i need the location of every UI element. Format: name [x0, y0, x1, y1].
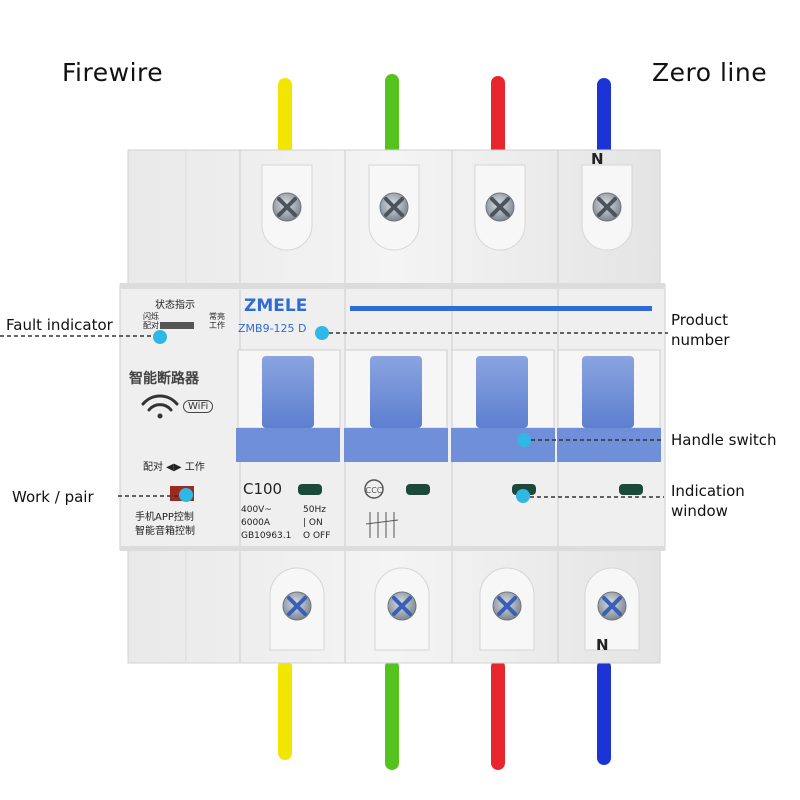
wire-blue-top — [597, 78, 611, 160]
callout-dot-fault — [153, 330, 167, 344]
handle-switch-1[interactable] — [236, 349, 341, 462]
brand-stripe — [350, 306, 652, 311]
top-wires — [278, 74, 611, 160]
screw-icon — [387, 591, 417, 621]
wire-yellow-bottom — [278, 660, 292, 760]
handle-switch-3[interactable] — [451, 349, 555, 462]
wifi-badge: WiFi — [183, 400, 214, 413]
callout-dot-handle — [517, 433, 531, 447]
handle-switch-4[interactable] — [557, 349, 661, 462]
handle-switch-2[interactable] — [344, 349, 448, 462]
indication-window-1 — [298, 484, 322, 495]
svg-text:CCC: CCC — [366, 486, 383, 495]
callout-lines — [0, 332, 668, 498]
product-name: 智能断路器 — [129, 371, 199, 387]
screw-icon — [485, 192, 515, 222]
neutral-mark-bottom: N — [596, 636, 609, 654]
header-zero-line: Zero line — [652, 58, 768, 87]
status-title: 状态指示 — [155, 300, 195, 311]
wire-red-top — [491, 76, 505, 160]
top-terminals — [261, 164, 633, 251]
screw-icon — [597, 591, 627, 621]
callout-work-pair: Work / pair — [12, 488, 94, 506]
status-left-text: 闪烁配对 — [143, 312, 159, 330]
callout-dot-window — [516, 489, 530, 503]
wire-blue-bottom — [597, 660, 611, 765]
screw-icon — [592, 192, 622, 222]
bottom-wires — [278, 660, 611, 770]
wire-green-top — [385, 74, 399, 160]
wire-red-bottom — [491, 660, 505, 770]
pair-work-label: 配对 ◀▶ 工作 — [143, 462, 205, 473]
certification-mark-icon: CCC — [364, 479, 384, 499]
screw-icon — [282, 591, 312, 621]
wire-green-bottom — [385, 660, 399, 770]
wire-yellow-top — [278, 78, 292, 160]
wifi-icon — [141, 394, 179, 419]
status-right-text: 常亮工作 — [209, 312, 225, 330]
handle-switches — [236, 349, 661, 462]
model-number: ZMB9-125 D — [238, 322, 307, 335]
brand-logo: ZMELE — [244, 296, 308, 316]
screw-icon — [272, 192, 302, 222]
screw-icon — [492, 591, 522, 621]
terminal-screws — [272, 192, 627, 621]
callout-handle-switch: Handle switch — [671, 431, 777, 449]
indication-window-4 — [619, 484, 643, 495]
indication-window-2 — [406, 484, 430, 495]
wiring-diagram-icon — [365, 512, 399, 538]
app-control-label: 手机APP控制 — [135, 512, 194, 523]
callout-dots — [153, 326, 531, 503]
neutral-mark-top: N — [591, 150, 604, 168]
header-firewire: Firewire — [62, 58, 164, 87]
screw-icon — [379, 192, 409, 222]
callout-fault-indicator: Fault indicator — [6, 316, 113, 334]
callout-dot-product — [315, 326, 329, 340]
indication-windows — [298, 484, 643, 495]
voice-control-label: 智能音箱控制 — [135, 526, 195, 537]
callout-dot-work — [179, 488, 193, 502]
rating-label: C100 — [243, 480, 283, 498]
status-led-strip — [160, 322, 194, 329]
